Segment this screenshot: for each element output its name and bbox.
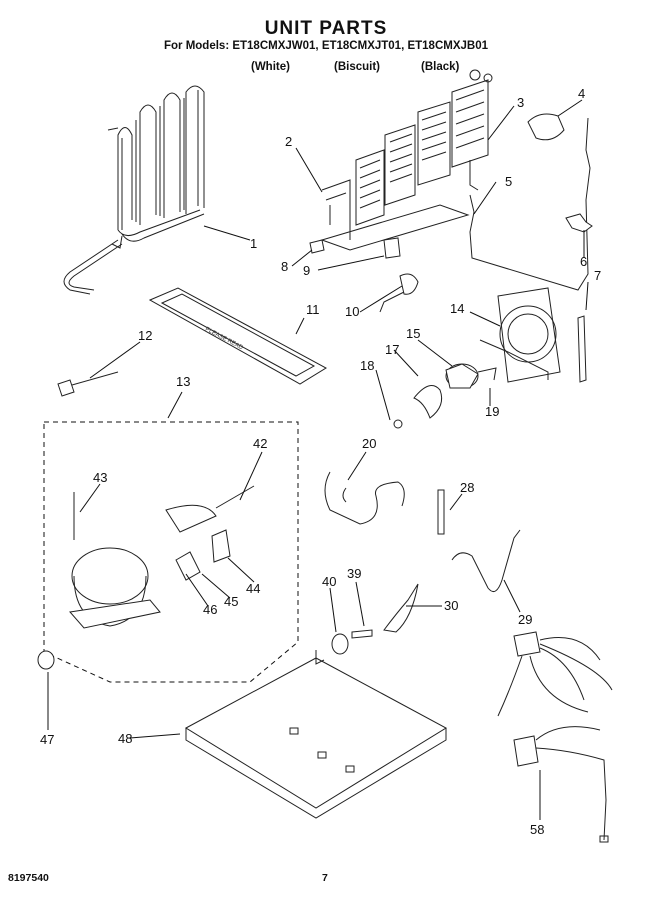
models-line: For Models: ET18CMXJW01, ET18CMXJT01, ET… [163, 40, 488, 52]
part-17-drawing [331, 633, 349, 655]
callout-1: 48 [118, 731, 132, 746]
part-48-drawing [383, 583, 419, 633]
callout-45: 28 [460, 480, 474, 495]
callout-17: 40 [322, 574, 336, 589]
callout-12: 44 [246, 581, 260, 596]
callout-8: 10 [345, 304, 359, 319]
callout-39: 14 [450, 301, 464, 316]
callout-15: 45 [224, 594, 238, 609]
callout-47: 29 [518, 612, 532, 627]
callout-19: 6 [580, 254, 587, 269]
condenser-coil-drawing [63, 85, 205, 295]
callout-48: 30 [444, 598, 458, 613]
part-4-drawing [469, 117, 591, 291]
wiring-harness-drawing [497, 631, 613, 843]
callout-13: 46 [203, 602, 217, 617]
callout-3: 1 [250, 236, 257, 251]
callout-28: 13 [176, 374, 190, 389]
callout-29: 42 [253, 436, 267, 451]
drain-pan-drawing: PLEASE READ [148, 287, 327, 385]
part-19-drawing [565, 213, 593, 233]
document-number: 8197540 [8, 872, 49, 884]
part-30-drawing [57, 379, 75, 397]
variant-biscuit: (Biscuit) [334, 61, 380, 73]
callout-43: 17 [385, 342, 399, 357]
callout-9: 9 [303, 263, 310, 278]
part-9-drawing [383, 237, 401, 259]
part-2-drawing [309, 239, 325, 254]
callout-5: 3 [517, 95, 524, 110]
callout-11: 4 [578, 86, 585, 101]
callout-7: 2 [285, 134, 292, 149]
callout-58: 11 [306, 302, 320, 317]
part-8-drawing [399, 273, 419, 295]
callout-2: 8 [281, 259, 288, 274]
part-45-drawing [437, 489, 445, 535]
callout-labels: 1 2 3 4 5 6 7 8 9 10 11 12 13 14 15 17 1… [40, 86, 601, 837]
part-11-drawing [527, 113, 565, 141]
evaporator-assembly-drawing [320, 69, 493, 251]
fan-motor-drawing [393, 363, 497, 429]
callout-10: 7 [594, 268, 601, 283]
callout-6: 19 [485, 404, 499, 419]
callout-14: 47 [40, 732, 54, 747]
callout-18: 39 [347, 566, 361, 581]
callout-44: 18 [360, 358, 374, 373]
base-pan-drawing [184, 650, 448, 819]
part-47-drawing [451, 529, 521, 593]
callout-30: 12 [138, 328, 152, 343]
compressor-group-drawing [37, 421, 299, 683]
leader-lines [47, 99, 589, 820]
variant-black: (Black) [421, 61, 460, 73]
page-number: 7 [322, 872, 328, 884]
variant-white: (White) [251, 61, 290, 73]
fan-shroud-drawing [479, 287, 561, 383]
page-title: UNIT PARTS [264, 18, 388, 39]
callout-4: 5 [505, 174, 512, 189]
callout-46: 20 [362, 436, 376, 451]
callout-20: 43 [93, 470, 107, 485]
part-46-drawing [324, 471, 405, 525]
part-18-drawing [351, 629, 373, 639]
callout-42: 58 [530, 822, 544, 837]
part-10-drawing [577, 315, 587, 383]
callout-40: 15 [406, 326, 420, 341]
